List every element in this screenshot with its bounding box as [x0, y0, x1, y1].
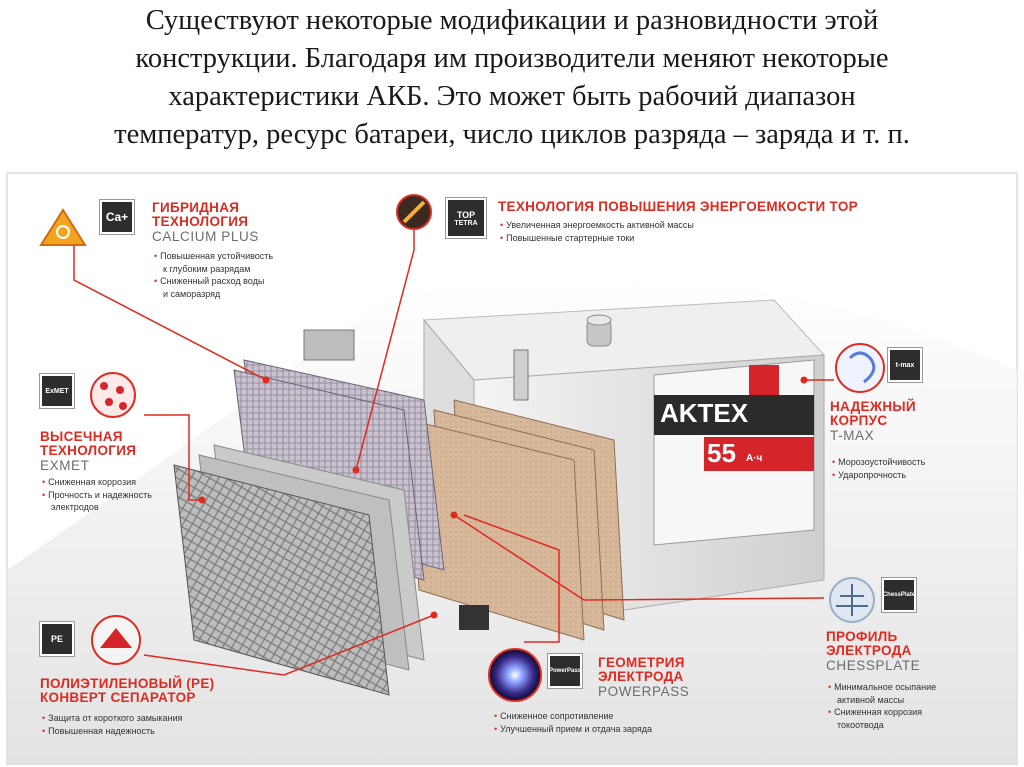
tmax-bullets: •Морозоустойчивость •Ударопрочность [832, 456, 925, 481]
top-title: ТЕХНОЛОГИЯ ПОВЫШЕНИЯ ЭНЕРГОЕМКОСТИ TOP [498, 199, 858, 214]
exmet-title-2: ТЕХНОЛОГИЯ [40, 443, 137, 458]
tmax-title-2: КОРПУС [830, 413, 888, 428]
battery-capacity-unit: А·ч [746, 453, 763, 464]
bullet-item: •Сниженная коррозия [828, 707, 922, 717]
bullet-item: активной массы [837, 694, 905, 705]
bullet-item: •Повышенная надежность [42, 725, 155, 736]
hybrid-title-1: ГИБРИДНАЯ [152, 200, 240, 215]
powerpass-subtitle: POWERPASS [598, 684, 690, 699]
calcium-plus-icon: Ca+ [99, 199, 135, 235]
pe-title-2: КОНВЕРТ СЕПАРАТОР [40, 690, 196, 705]
pe-bullets: •Защита от короткого замыкания •Повышенн… [42, 712, 182, 737]
chessplate-subtitle: CHESSPLATE [826, 658, 921, 673]
bullet-item: •Ударопрочность [832, 469, 907, 480]
exmet-subtitle: EXMET [40, 458, 90, 473]
tmax-title-1: НАДЕЖНЫЙ [830, 399, 916, 414]
bullet-item: •Повышенные стартерные токи [500, 232, 635, 243]
powerpass-title-2: ЭЛЕКТРОДА [598, 669, 684, 684]
hybrid-bullets: •Повышенная устойчивость к глубоким разр… [154, 250, 273, 300]
pe-title-1: ПОЛИЭТИЛЕНОВЫЙ (PE) [40, 676, 215, 691]
chessplate-title-1: ПРОФИЛЬ [826, 629, 898, 644]
bullet-item: •Прочность и надежность [42, 489, 152, 500]
bullet-item: •Увеличенная энергоемкость активной масс… [500, 220, 694, 230]
bullet-item: •Улучшенный прием и отдача заряда [494, 723, 653, 734]
battery-capacity: 55 [707, 438, 736, 468]
bullet-item: •Сниженная коррозия [42, 477, 136, 487]
tmax-subtitle: T-MAX [830, 428, 875, 443]
battery-illustration [4, 170, 1020, 767]
chessplate-icon: ChessPlate [881, 577, 917, 613]
pe-separator-icon: PE [39, 621, 75, 657]
battery-brand: AKTEX [660, 398, 749, 428]
powerpass-title-1: ГЕОМЕТРИЯ [598, 655, 685, 670]
bullet-item: •Сниженное сопротивление [494, 711, 614, 721]
powerpass-icon: PowerPass [547, 653, 583, 689]
battery-infographic: AKTEX 55 А·ч Ca+ ГИБРИДНАЯ ТЕХНОЛОГИЯ CA… [4, 170, 1020, 767]
exmet-bullets: •Сниженная коррозия •Прочность и надежно… [42, 476, 152, 514]
powerpass-bullets: •Сниженное сопротивление •Улучшенный при… [494, 710, 652, 735]
bullet-item: •Морозоустойчивость [832, 457, 926, 467]
chessplate-bullets: •Минимальное осыпание активной массы •Сн… [828, 681, 936, 731]
exmet-title-1: ВЫСЕЧНАЯ [40, 429, 123, 444]
bullet-item: •Защита от короткого замыкания [42, 713, 183, 723]
bullet-item: электродов [51, 502, 99, 512]
bullet-item: к глубоким разрядам [163, 263, 251, 274]
hybrid-title-2: ТЕХНОЛОГИЯ [152, 214, 249, 229]
bullet-item: токоотвода [837, 719, 884, 730]
top-bullets: •Увеличенная энергоемкость активной масс… [500, 219, 694, 244]
bullet-item: •Повышенная устойчивость [154, 251, 274, 261]
bullet-item: •Сниженный расход воды [154, 276, 265, 286]
slide-title: Существуют некоторые модификации и разно… [114, 5, 910, 150]
exmet-icon: ExMET [39, 373, 75, 409]
hybrid-subtitle: CALCIUM PLUS [152, 229, 259, 244]
chessplate-title-2: ЭЛЕКТРОДА [826, 643, 912, 658]
tmax-icon: t-max [887, 347, 923, 383]
bullet-item: •Минимальное осыпание [828, 682, 937, 692]
bullet-item: и саморазряд [163, 288, 221, 299]
